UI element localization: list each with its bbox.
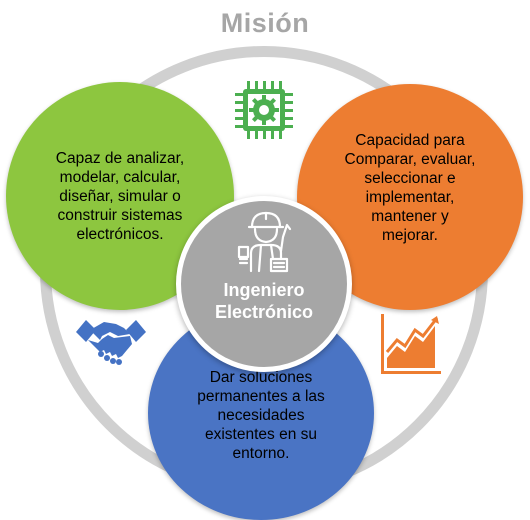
diagram-title: Misión [220,8,310,38]
center-label: Ingeniero Electrónico [181,279,347,323]
petal-text-line: implementar, [365,189,455,206]
petal-text-line: existentes en su [204,425,317,443]
center-label-line: Ingeniero [223,280,305,300]
handshake-icon [76,320,146,365]
petal-analysis-text: Capaz de analizar, modelar, calcular, di… [56,149,184,244]
petal-text-line: necesidades [217,406,305,424]
petal-text-line: Dar soluciones [209,368,313,386]
petal-text-line: entorno. [232,444,290,462]
center-label-line: Electrónico [214,302,314,322]
petal-text-line: Capaz de analizar, [55,149,185,167]
petal-capacity-text: Capacidad para Comparar, evaluar, selecc… [345,131,476,245]
petal-text-line: mejorar. [382,227,438,244]
petal-text-line: Comparar, evaluar, [344,151,476,168]
center-circle: Ingeniero Electrónico [176,196,352,372]
petal-text-line: construir sistemas [57,206,183,224]
petal-text-line: seleccionar e [364,170,456,187]
petal-text-line: electrónicos. [76,225,164,243]
petal-text-line: diseñar, simular o [59,187,181,205]
petal-solutions-text: Dar soluciones permanentes a las necesid… [197,368,325,463]
petal-text-line: permanentes a las [197,387,325,405]
engineer-worker-icon [237,211,292,273]
petal-text-line: Capacidad para [355,132,465,149]
circuit-chip-icon [235,81,293,139]
petal-text-line: modelar, calcular, [59,168,181,186]
growth-chart-icon [381,314,441,374]
petal-text-line: mantener y [371,208,449,225]
